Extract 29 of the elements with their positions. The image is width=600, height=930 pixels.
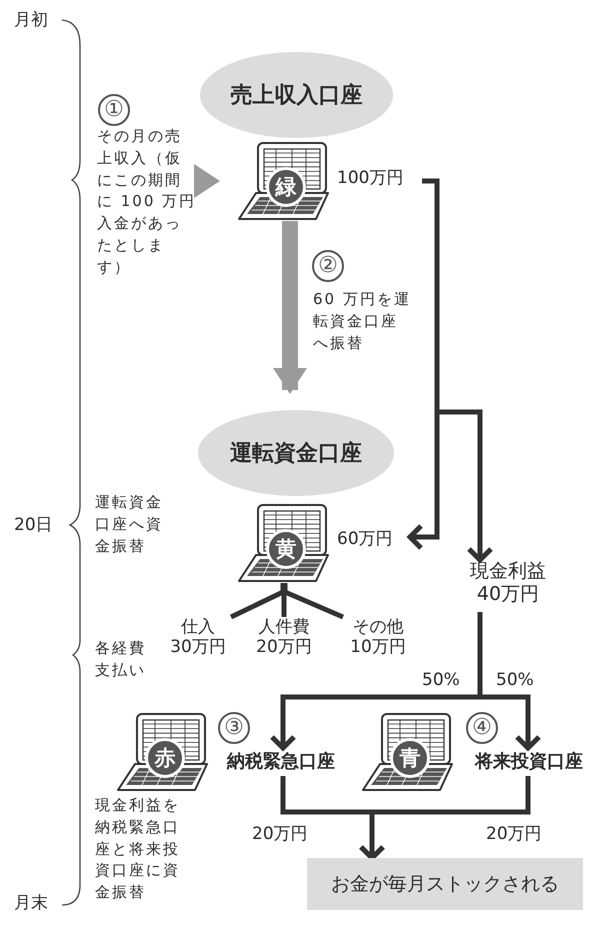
profit-label: 現金利益 <box>469 560 547 583</box>
amount-label: 60万円 <box>337 528 393 550</box>
expense-amount: 20万円 <box>255 637 313 658</box>
step-note: 60 万円を運転資金口座へ振替 <box>313 289 412 354</box>
account-name: 将来投資口座 <box>473 750 584 774</box>
step-note: 運転資金口座へ資金振替 <box>95 492 164 556</box>
time-label: 月初 <box>14 9 48 31</box>
step-note: 現金利益を納税緊急口座と将来投資口座に資金振替 <box>95 795 181 903</box>
profit-amount: 40万円 <box>476 582 540 606</box>
arrow <box>273 221 307 394</box>
step-number: ③ <box>218 712 250 744</box>
expense-category: 仕入 <box>180 617 216 638</box>
step-number: ② <box>312 250 344 282</box>
step-note: 各経費支払い <box>95 638 147 681</box>
account-ellipse: 売上収入口座 <box>200 52 393 138</box>
arrow <box>358 776 530 860</box>
expense-category: 人件費 <box>258 617 310 638</box>
time-label: 20日 <box>14 514 53 536</box>
expense-amount: 10万円 <box>349 637 407 658</box>
expense-amount: 30万円 <box>169 637 227 658</box>
amount-label: 100万円 <box>337 167 404 189</box>
account-ellipse: 運転資金口座 <box>198 410 394 496</box>
time-label: 月末 <box>14 892 48 914</box>
expense-category: その他 <box>352 617 404 638</box>
result-banner: お金が毎月ストックされる <box>307 858 583 910</box>
step-number: ① <box>98 94 130 126</box>
step-note: その月の売上収入（仮にこの期間に 100 万円入金があったとします） <box>97 126 197 278</box>
step-number: ④ <box>466 712 498 744</box>
account-name: 納税緊急口座 <box>226 750 336 774</box>
